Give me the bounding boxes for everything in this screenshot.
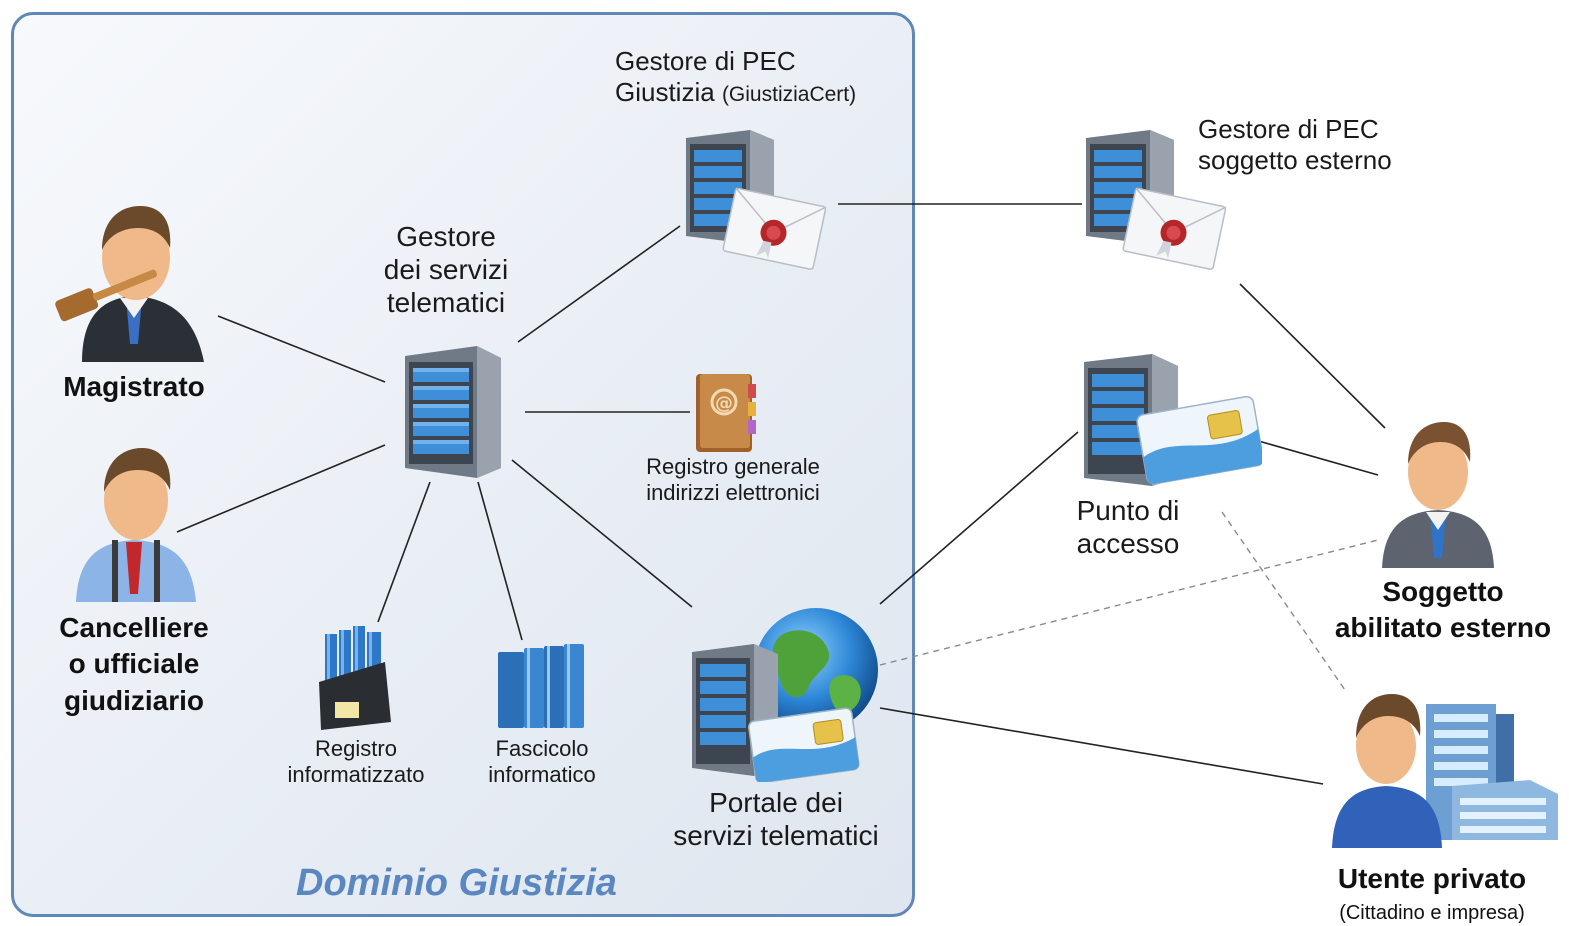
- folder-rack-icon: [315, 622, 395, 732]
- link-portale-utente: [879, 707, 1324, 785]
- link-magistrato-gestore: [217, 315, 386, 383]
- soggetto-label: Soggetto abilitato esterno: [1334, 576, 1552, 644]
- dashed-link-punto-utente: [1221, 511, 1346, 691]
- cancelliere-label: Cancelliere o ufficiale giudiziario: [59, 612, 209, 716]
- gestore-servizi-label: Gestore dei servizi telematici: [383, 221, 509, 319]
- utente-sub-label: (Cittadino e impresa): [1339, 902, 1525, 924]
- pec-esterno-label: Gestore di PEC soggetto esterno: [1198, 114, 1392, 175]
- address-book-icon: @: [690, 370, 760, 456]
- mail-server-icon: [1080, 126, 1240, 280]
- link-pec-esterno-soggetto: [1239, 283, 1386, 429]
- svg-text:@: @: [715, 393, 733, 414]
- link-punto-soggetto: [1254, 439, 1379, 476]
- professional-icon: [1378, 418, 1498, 570]
- judge-icon: [48, 194, 214, 364]
- dashed-link-portale-soggetto: [879, 539, 1379, 666]
- smartcard-server-icon: [1080, 352, 1262, 494]
- pec-giustizia-label: Gestore di PEC Giustizia (GiustiziaCert): [615, 46, 857, 107]
- web-portal-icon: [688, 606, 888, 782]
- clerk-icon: [72, 444, 202, 604]
- link-gestore-pec: [517, 225, 681, 343]
- fascicolo-label: Fascicolo informatico: [488, 736, 596, 787]
- server-icon: [397, 342, 507, 480]
- link-portale-punto: [879, 431, 1079, 605]
- registro-informatizzato-label: Registro informatizzato: [287, 736, 425, 787]
- punto-accesso-label: Punto di accesso: [1076, 495, 1180, 560]
- binders-icon: [494, 640, 590, 732]
- link-cancelliere-gestore: [176, 444, 386, 533]
- registro-indirizzi-label: Registro generale indirizzi elettronici: [646, 454, 820, 505]
- link-gestore-fascicolo: [477, 481, 523, 641]
- domain-label: Dominio Giustizia: [296, 862, 617, 904]
- link-gestore-registro-informatizzato: [377, 481, 431, 623]
- link-gestore-portale: [511, 459, 693, 608]
- mail-server-icon: [680, 126, 840, 280]
- utente-label: Utente privato: [1337, 863, 1527, 894]
- citizen-company-icon: [1330, 690, 1560, 850]
- portale-label: Portale dei servizi telematici: [673, 787, 879, 852]
- magistrato-label: Magistrato: [63, 371, 205, 402]
